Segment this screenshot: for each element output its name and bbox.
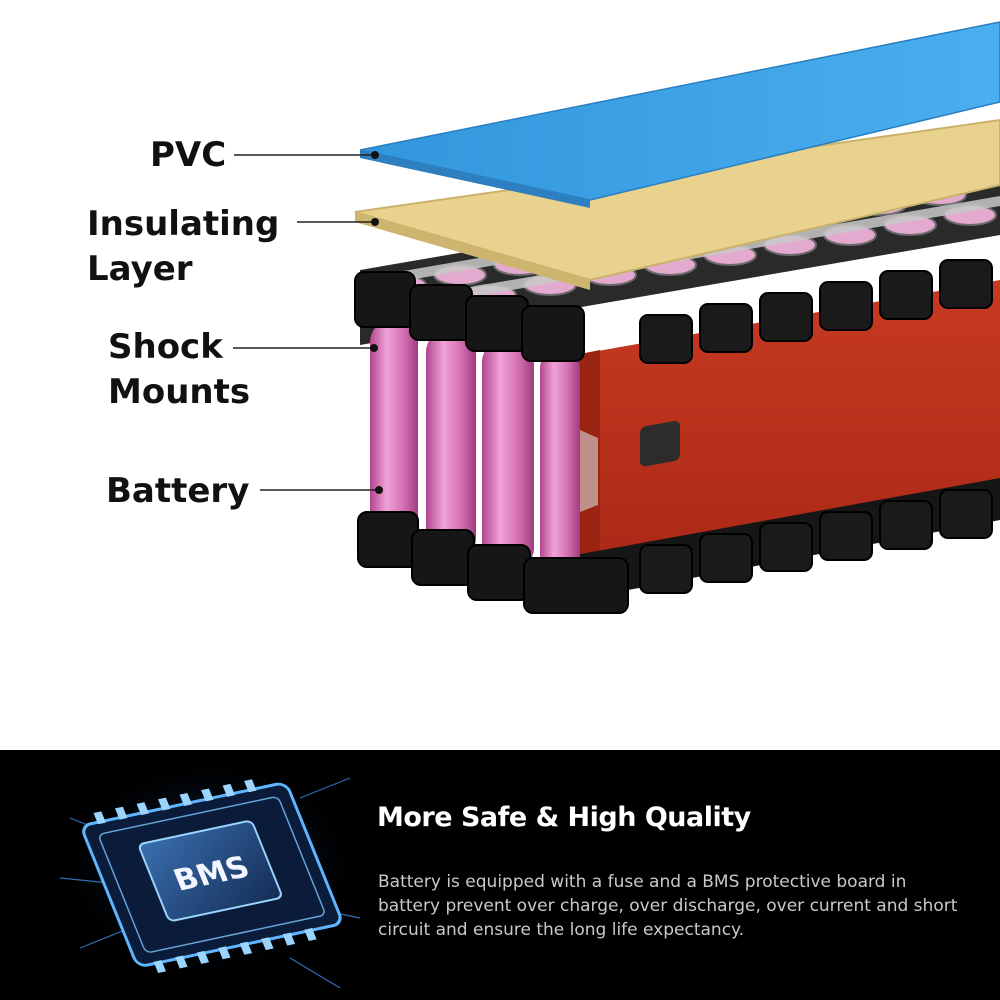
bms-chip-icon: BMS bbox=[60, 758, 360, 989]
insulating-layer-label: Insulating Layer bbox=[87, 204, 280, 289]
pvc-label: PVC bbox=[150, 135, 227, 175]
shock-mounts-label: Shock Mounts bbox=[108, 327, 251, 412]
battery-pack-illustration bbox=[233, 21, 1000, 614]
battery-label: Battery bbox=[106, 471, 250, 511]
leader-lines bbox=[233, 154, 378, 491]
pvc-sheet-edge bbox=[360, 150, 590, 208]
feature-description: Battery is equipped with a fuse and a BM… bbox=[378, 872, 958, 940]
insulating-layer-edge bbox=[355, 212, 590, 290]
top-holder-row bbox=[354, 271, 585, 362]
leader-dots bbox=[370, 151, 383, 494]
layer-diagram-section: PVC Insulating Layer Shock Mounts Batter… bbox=[87, 21, 1000, 614]
side-holder-blocks bbox=[639, 259, 993, 594]
feature-title: More Safe & High Quality bbox=[377, 802, 751, 833]
battery-cells bbox=[370, 320, 580, 580]
feature-banner: BMS More Safe & High Quality Battery is … bbox=[0, 750, 1000, 1000]
bottom-holder-row bbox=[357, 511, 629, 614]
